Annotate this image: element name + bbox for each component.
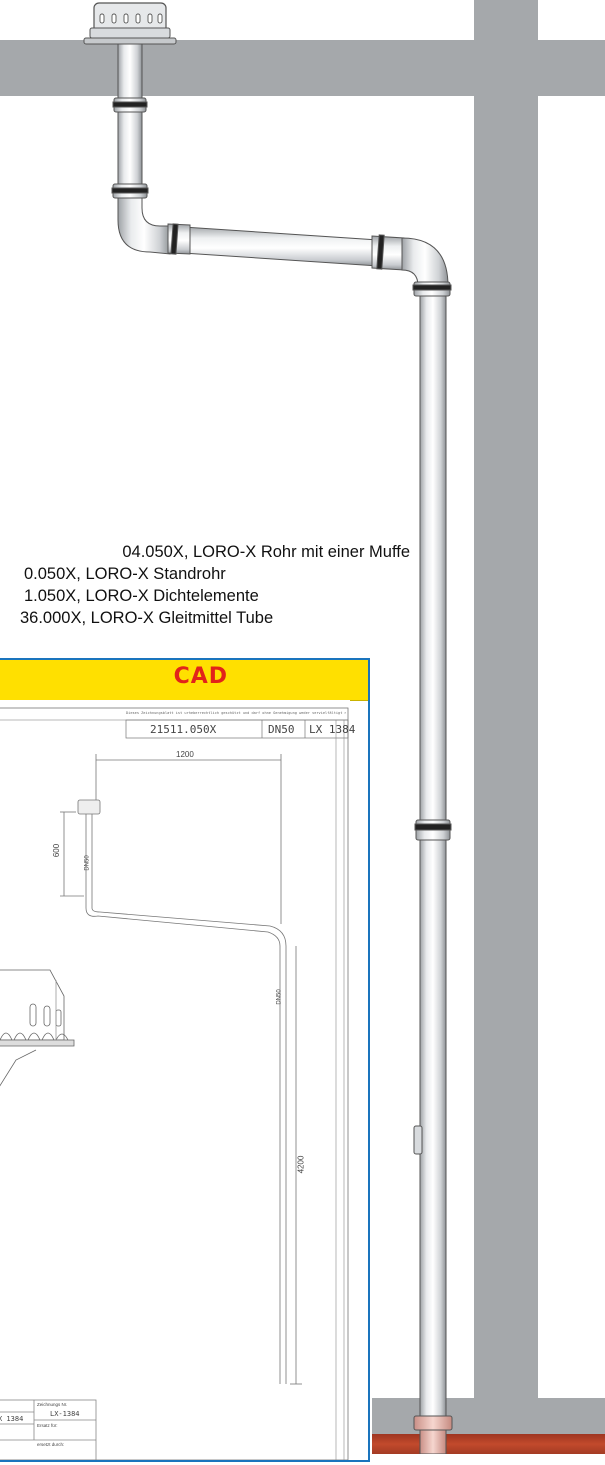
titleblock-drawing-no-label: Zeichnungs Nr. — [37, 1402, 68, 1407]
cad-drawing — [0, 707, 349, 1461]
cad-nominal-size: DN50 — [268, 723, 295, 736]
cad-sheet: Dieses Zeichnungsblatt ist urheberrechtl… — [0, 700, 355, 1461]
upper-vertical-pipe — [111, 43, 149, 199]
floor-slab — [372, 1398, 605, 1434]
parts-list-item: 0.050X, LORO-X Standrohr — [24, 565, 226, 583]
ground — [372, 1434, 605, 1454]
pipe-label: DN50 — [276, 989, 283, 1005]
titleblock-drawing-no-value: LX-1384 — [50, 1410, 80, 1418]
cad-title: CAD — [173, 664, 228, 689]
titleblock-replaces-label: Ersatz für: — [37, 1423, 58, 1428]
parts-list-item: 04.050X, LORO-X Rohr mit einer Muffe — [122, 543, 410, 561]
horizontal-pipe-run — [117, 197, 452, 297]
cad-banner: CAD — [0, 660, 368, 701]
down-pipe — [413, 295, 453, 1454]
vent-cap — [83, 2, 177, 45]
cad-drawing-ref: LX 1384 — [309, 723, 356, 736]
cad-panel[interactable]: CAD — [0, 658, 370, 1462]
parts-list-item: 1.050X, LORO-X Dichtelemente — [24, 587, 259, 605]
cad-part-number: 21511.050X — [150, 723, 217, 736]
titleblock-replaced-by-label: ersetzt durch: — [37, 1442, 65, 1447]
parts-list-item: 36.000X, LORO-X Gleitmittel Tube — [20, 609, 274, 627]
cad-header-note: Dieses Zeichnungsblatt ist urheberrechtl… — [126, 711, 346, 715]
parts-list: 04.050X, LORO-X Rohr mit einer Muffe 0.0… — [0, 541, 410, 629]
titleblock-ref: X 1384 — [0, 1415, 24, 1423]
wall — [474, 0, 538, 1400]
dimension-width: 1200 — [176, 750, 194, 759]
dimension-height: 600 — [52, 843, 62, 858]
dimension-length: 4200 — [296, 1155, 306, 1174]
pipe-label: DN50 — [84, 855, 91, 871]
cad-schematic — [0, 754, 302, 1461]
